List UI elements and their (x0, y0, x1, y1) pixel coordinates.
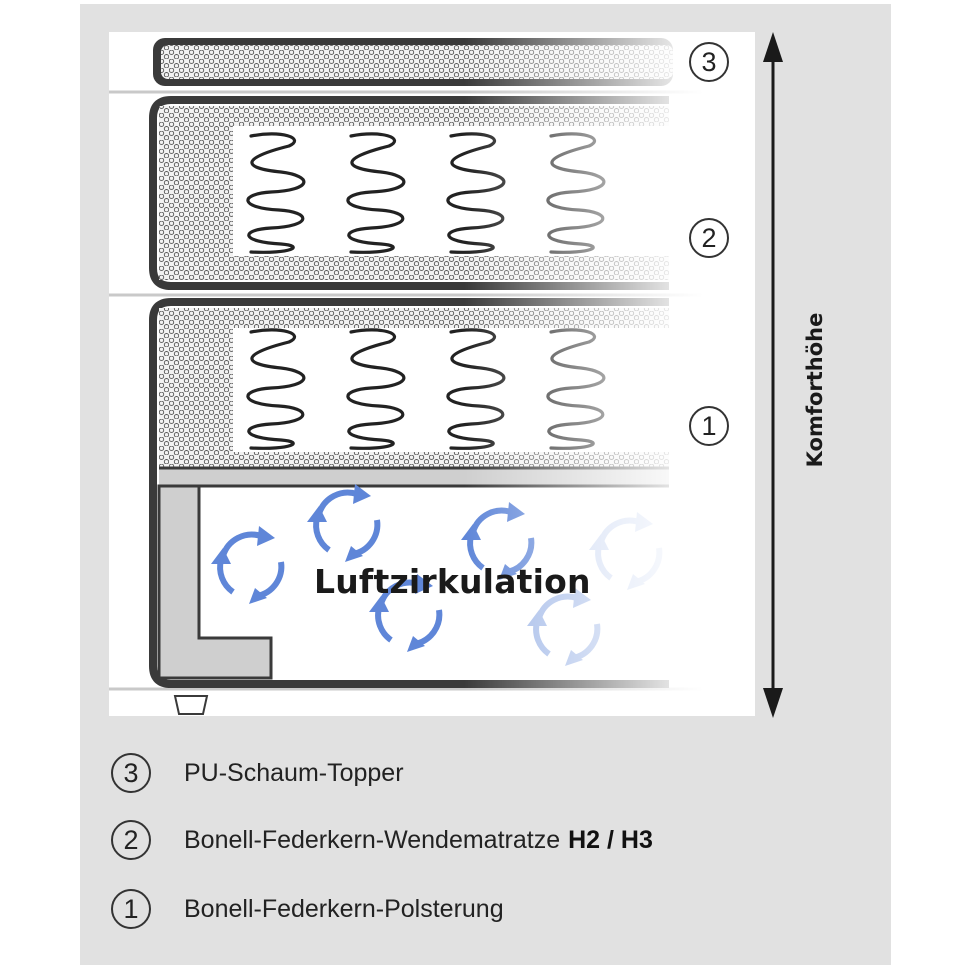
air-circulation-label: Luftzirkulation (314, 562, 591, 601)
legend-number: 3 (111, 753, 151, 793)
legend-firmness: H2 / H3 (568, 825, 653, 854)
legend-item-mattress: 2 Bonell-Federkern-Wendematratze H2 / H3 (111, 818, 653, 862)
legend-item-topper: 3 PU-Schaum-Topper (111, 751, 404, 795)
layer-drawing (109, 32, 755, 715)
legend-item-base: 1 Bonell-Federkern-Polsterung (111, 887, 504, 931)
layer-diagram: 3 2 1 Luftzirkulation (109, 32, 755, 716)
comfort-height-arrow (763, 32, 783, 718)
layer-number-1: 1 (689, 406, 729, 446)
arrow-head-up-icon (763, 32, 783, 62)
comfort-height-label: Komforthöhe (803, 312, 827, 468)
layer-number-2: 2 (689, 218, 729, 258)
legend-number: 2 (111, 820, 151, 860)
legend-number: 1 (111, 889, 151, 929)
comfort-height-label-wrap: Komforthöhe (795, 280, 835, 500)
arrow-head-down-icon (763, 688, 783, 718)
legend-text: Bonell-Federkern-Wendematratze (184, 825, 561, 854)
layer-number-3: 3 (689, 42, 729, 82)
legend-text: Bonell-Federkern-Polsterung (184, 894, 504, 923)
legend-text: PU-Schaum-Topper (184, 758, 404, 787)
